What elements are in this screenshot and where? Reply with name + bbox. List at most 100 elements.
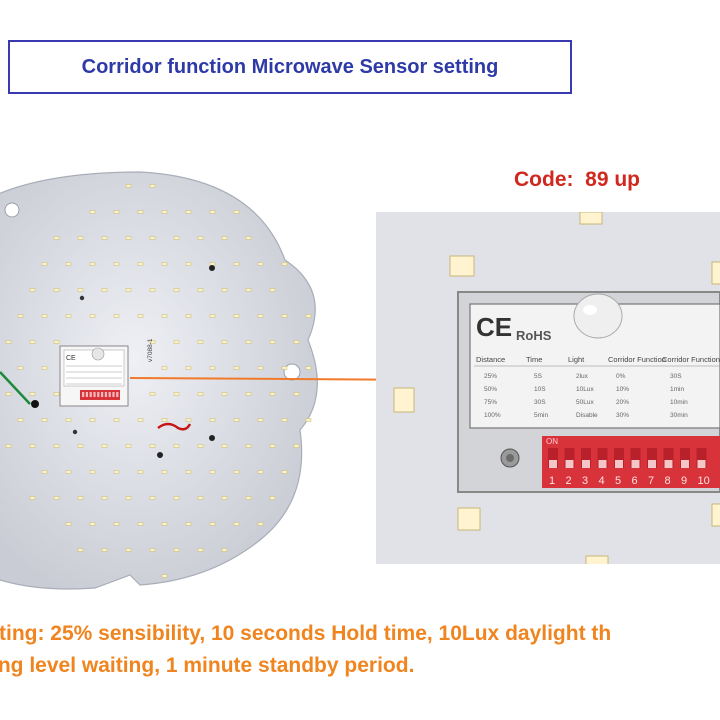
closeup-dip-lever <box>631 460 640 468</box>
closeup-dip-slot <box>630 448 641 468</box>
led-chip <box>281 418 288 422</box>
led-chip <box>89 314 96 318</box>
closeup-dip-slot <box>614 448 624 468</box>
led-chip <box>113 210 120 214</box>
led-chip <box>269 288 276 292</box>
led-grid <box>5 184 312 578</box>
closeup-table-cell: 10Lux <box>576 386 594 393</box>
led-chip <box>149 496 156 500</box>
closeup-rohs-text: RoHS <box>516 328 552 343</box>
led-chip <box>221 548 228 552</box>
led-chip <box>197 288 204 292</box>
caption-line-1: tting: 25% sensibility, 10 seconds Hold … <box>0 622 612 645</box>
code-label: Code: 89 up <box>514 168 641 191</box>
led-chip <box>89 522 96 526</box>
led-chip <box>77 548 84 552</box>
led-chip <box>185 314 192 318</box>
led-chip <box>233 470 240 474</box>
led-chip <box>137 522 144 526</box>
closeup-dip-slot <box>548 448 558 468</box>
led-chip <box>197 236 204 240</box>
closeup-dip-lever <box>664 460 673 468</box>
led-chip <box>137 314 144 318</box>
closeup-led <box>711 261 720 285</box>
led-chip <box>29 288 36 292</box>
led-chip <box>137 470 144 474</box>
closeup-dip-lever <box>598 460 607 468</box>
led-chip <box>101 288 108 292</box>
closeup-led <box>449 255 475 277</box>
led-chip <box>29 496 36 500</box>
led-chip <box>65 314 72 318</box>
led-chip <box>209 314 216 318</box>
led-chip <box>125 496 132 500</box>
closeup-column-header: Light <box>568 355 585 364</box>
closeup-dip-number: 5 <box>615 475 621 487</box>
led-chip <box>113 470 120 474</box>
module-dip-lever <box>97 392 100 397</box>
led-chip <box>89 262 96 266</box>
led-chip <box>245 496 252 500</box>
led-chip <box>233 262 240 266</box>
led-chip <box>221 392 228 396</box>
led-chip <box>137 262 144 266</box>
closeup-led <box>393 387 415 413</box>
led-chip <box>101 236 108 240</box>
led-chip <box>113 262 120 266</box>
led-chip <box>281 470 288 474</box>
led-chip <box>89 470 96 474</box>
led-chip <box>29 392 36 396</box>
led-chip <box>257 262 264 266</box>
closeup-table-cell: 30% <box>616 412 629 419</box>
module-dip-lever <box>101 392 104 397</box>
led-chip <box>293 444 300 448</box>
led-board-disc <box>0 171 318 590</box>
led-chip <box>125 548 132 552</box>
closeup-table-cell: 2lux <box>576 373 589 380</box>
led-chip <box>113 418 120 422</box>
red-wire <box>157 422 192 431</box>
screw-hole <box>209 265 215 271</box>
led-chip <box>281 262 288 266</box>
led-chip <box>53 444 60 448</box>
closeup-ce-text: CE <box>476 312 512 342</box>
module-sensor-dome <box>91 347 105 361</box>
led-chip <box>53 288 60 292</box>
closeup-dip-lever <box>615 460 623 468</box>
led-chip <box>41 314 48 318</box>
led-chip <box>77 444 84 448</box>
led-chip <box>293 340 300 344</box>
led-chip <box>53 236 60 240</box>
led-chip <box>113 522 120 526</box>
led-chip <box>17 314 24 318</box>
led-chip <box>269 392 276 396</box>
led-chip <box>137 418 144 422</box>
closeup-dip-number: 6 <box>632 475 638 487</box>
closeup-table-cell: 5S <box>534 373 543 380</box>
title-box: Corridor function Microwave Sensor setti… <box>8 40 572 94</box>
led-chip <box>173 288 180 292</box>
led-chip <box>65 522 72 526</box>
closeup-led <box>711 503 720 527</box>
led-chip <box>209 210 216 214</box>
closeup-dip-number: 7 <box>648 475 654 487</box>
module-dip-levers <box>82 392 119 397</box>
led-chip <box>221 496 228 500</box>
closeup-table-cell: 5min <box>534 412 548 419</box>
led-chip <box>161 210 168 214</box>
title-text: Corridor function Microwave Sensor setti… <box>81 55 499 78</box>
screw-hole <box>157 452 163 458</box>
closeup-dip-number: 4 <box>599 475 605 487</box>
led-chip <box>149 184 156 188</box>
screw-hole <box>72 429 78 435</box>
closeup-column-header: Time <box>526 355 542 364</box>
closeup-dip-number: 2 <box>566 475 572 487</box>
closeup-table-cell: 75% <box>484 399 497 406</box>
closeup-table-cell: 10% <box>616 386 629 393</box>
led-chip <box>161 574 168 578</box>
led-chip <box>53 340 60 344</box>
screw-hole <box>31 400 39 408</box>
led-chip <box>101 496 108 500</box>
